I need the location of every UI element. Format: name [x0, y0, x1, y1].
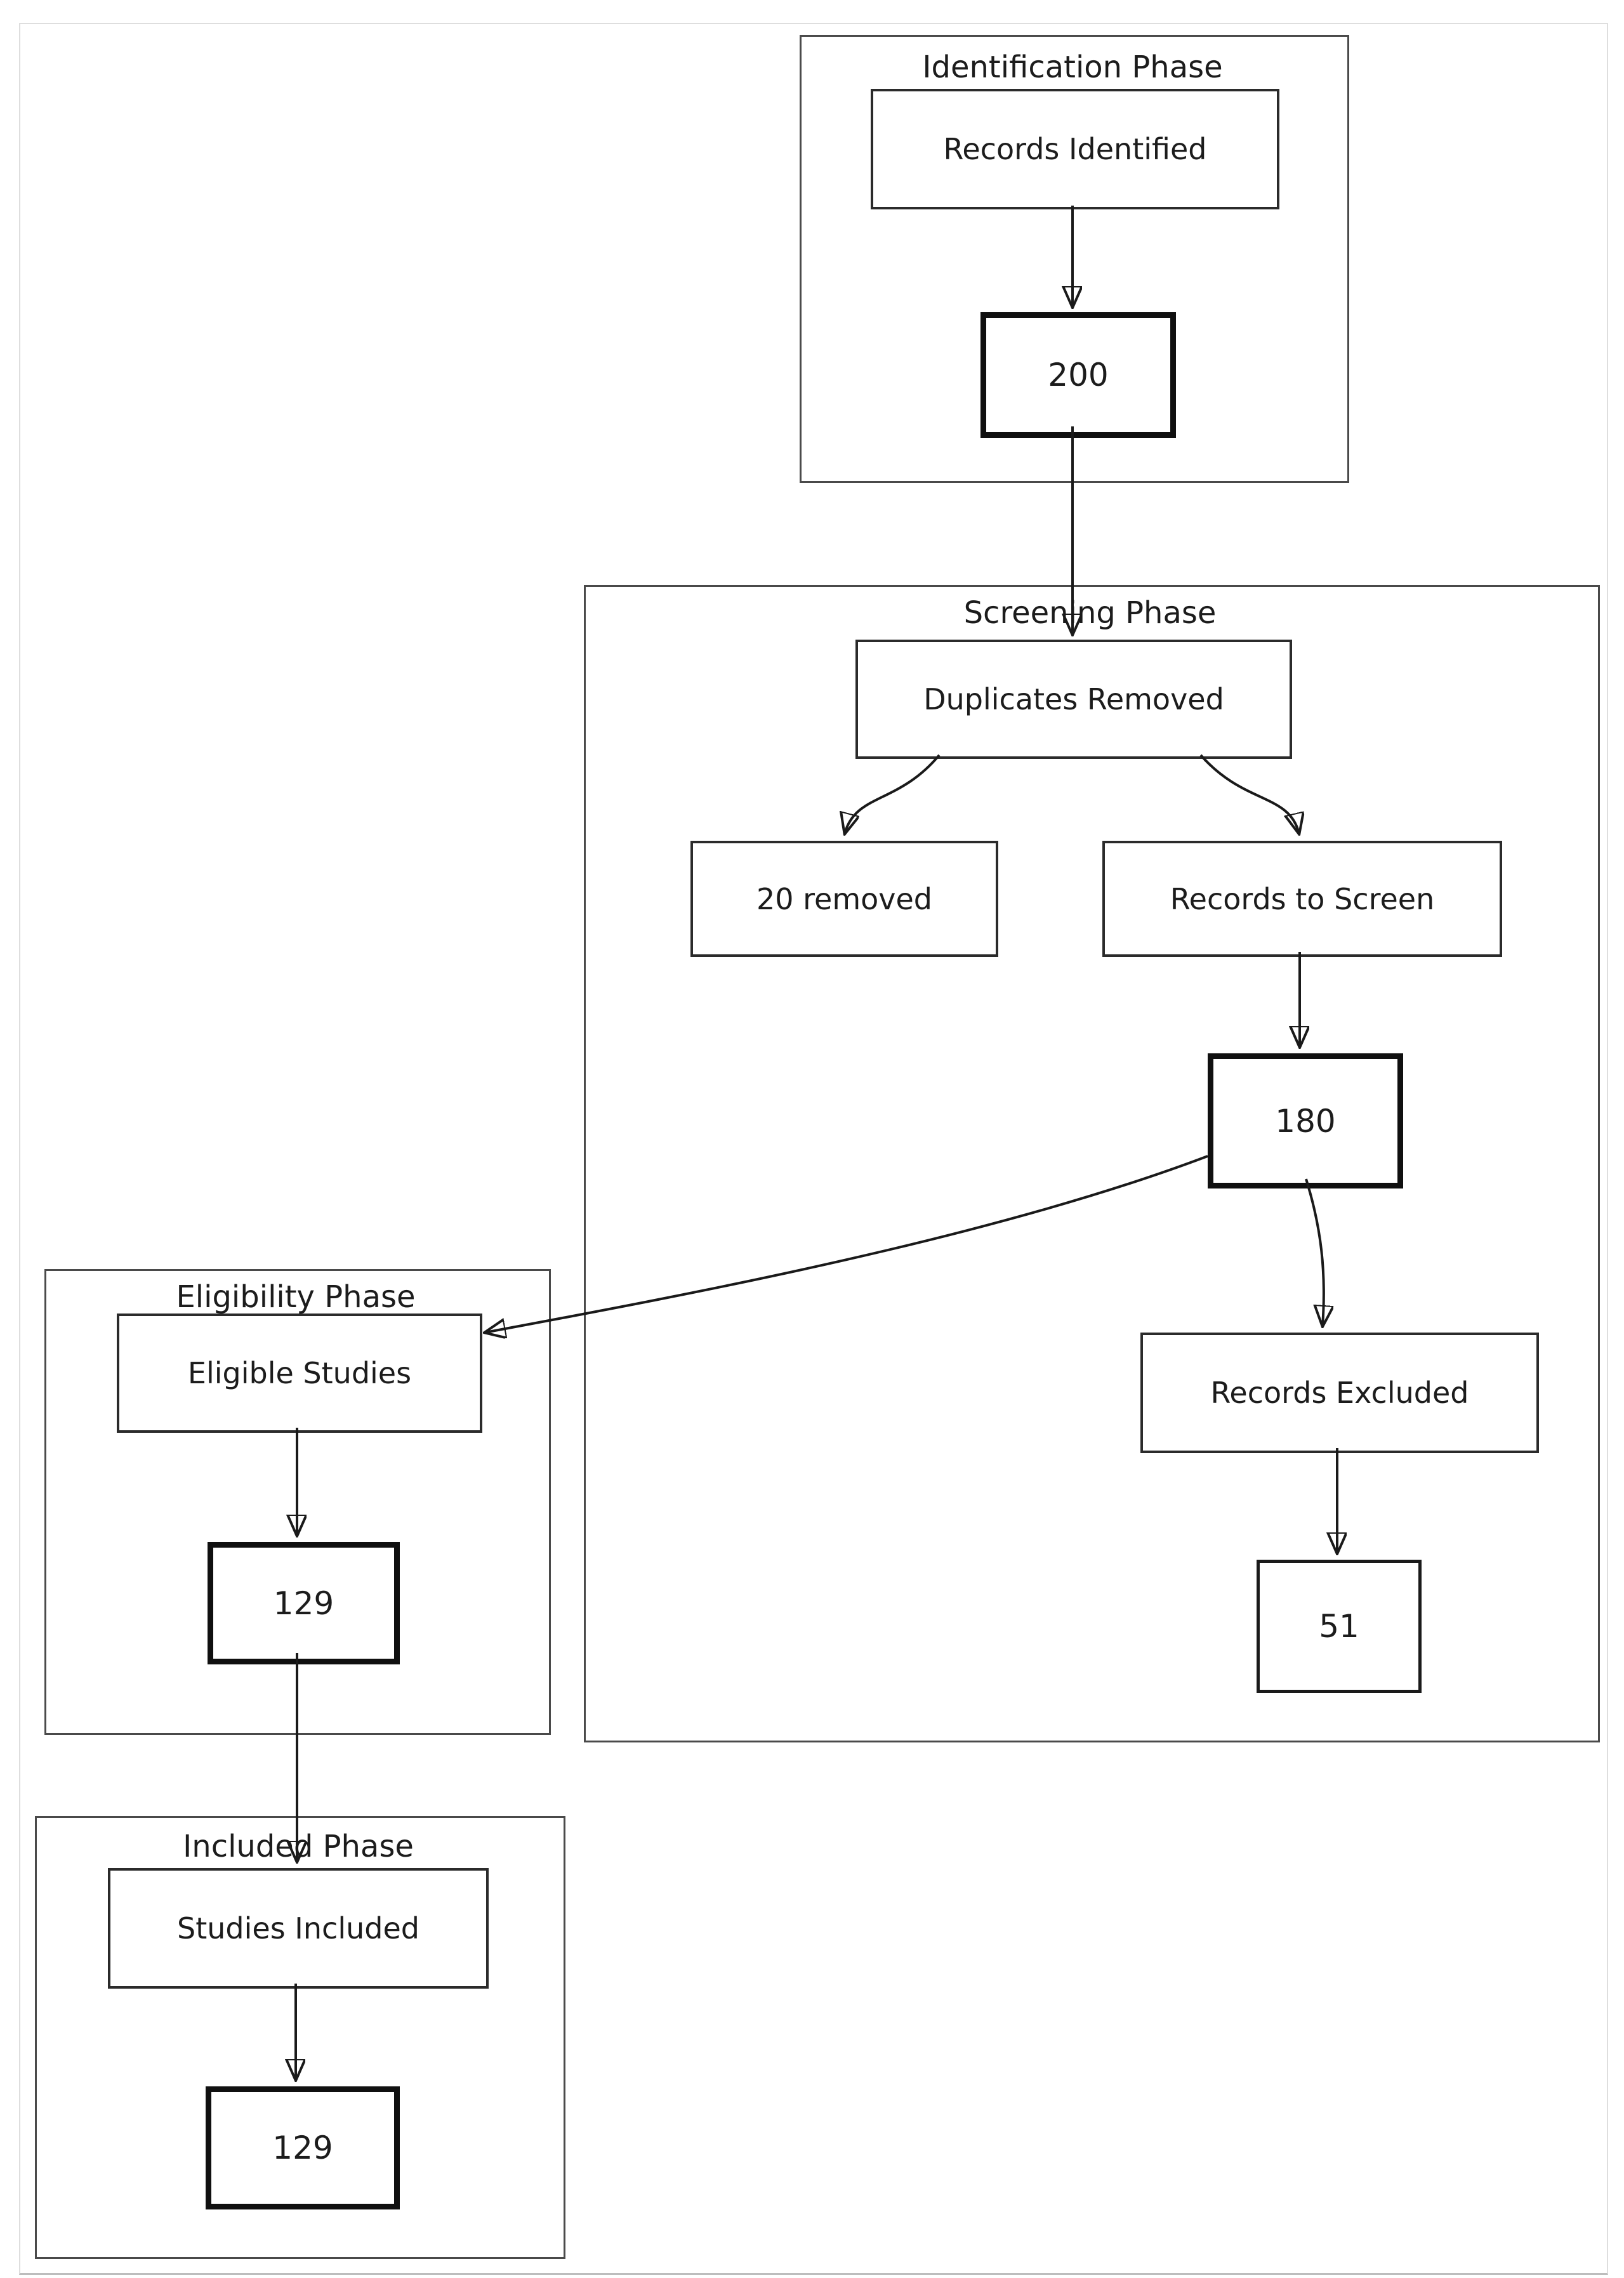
eligible-studies-box: Eligible Studies	[117, 1313, 482, 1433]
excluded-count-box: 51	[1257, 1560, 1422, 1693]
records-identified-box: Records Identified	[871, 89, 1279, 209]
identification-phase-title: Identification Phase	[922, 49, 1223, 85]
eligible-count-box: 129	[208, 1542, 400, 1664]
eligibility-phase-title: Eligibility Phase	[176, 1279, 416, 1315]
removed-count-box: 20 removed	[690, 841, 998, 957]
studies-included-box: Studies Included	[108, 1868, 489, 1989]
included-phase-container	[35, 1816, 565, 2259]
duplicates-removed-box: Duplicates Removed	[855, 640, 1292, 759]
included-count-box: 129	[206, 2086, 400, 2209]
identification-phase-container	[800, 35, 1349, 483]
canvas-frame	[19, 23, 1608, 2275]
screening-phase-title: Screening Phase	[963, 595, 1217, 631]
included-phase-title: Included Phase	[183, 1829, 414, 1864]
identified-count-box: 200	[980, 312, 1176, 438]
records-excluded-box: Records Excluded	[1140, 1333, 1539, 1453]
screened-count-box: 180	[1208, 1053, 1403, 1188]
records-to-screen-box: Records to Screen	[1102, 841, 1502, 957]
